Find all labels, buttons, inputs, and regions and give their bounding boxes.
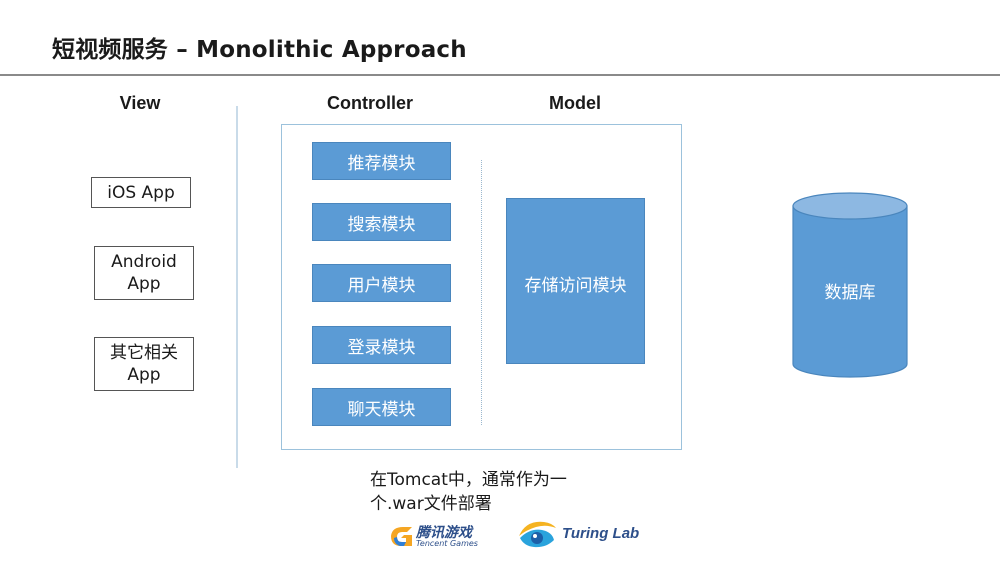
deployment-note-line2: 个.war文件部署 bbox=[370, 494, 492, 514]
slide-title: 短视频服务 – Monolithic Approach bbox=[52, 37, 467, 63]
controller-module-recommend: 推荐模块 bbox=[312, 142, 451, 180]
monolith-container bbox=[281, 124, 682, 450]
database-icon bbox=[792, 192, 908, 378]
tencent-games-logo: 腾讯游戏 Tencent Games bbox=[388, 520, 488, 552]
view-item-android-app: Android App bbox=[94, 246, 194, 300]
tencent-games-icon bbox=[391, 527, 412, 546]
view-item-label-line1: Android bbox=[111, 252, 177, 272]
deployment-note-line1: 在Tomcat中，通常作为一 bbox=[370, 470, 567, 490]
view-item-other-app: 其它相关 App bbox=[94, 337, 194, 391]
controller-module-login: 登录模块 bbox=[312, 326, 451, 364]
view-item-ios-app: iOS App bbox=[91, 177, 191, 208]
view-column-header: View bbox=[119, 93, 161, 113]
turing-lab-logo: Turing Lab bbox=[516, 516, 640, 552]
controller-module-user: 用户模块 bbox=[312, 264, 451, 302]
model-module-storage-access: 存储访问模块 bbox=[506, 198, 645, 364]
title-divider bbox=[0, 74, 1000, 76]
controller-model-divider bbox=[481, 160, 482, 425]
view-item-label-line2: App bbox=[127, 274, 161, 294]
controller-module-search: 搜索模块 bbox=[312, 203, 451, 241]
database-label: 数据库 bbox=[824, 283, 876, 303]
turing-lab-icon bbox=[519, 521, 556, 548]
tencent-games-en-text: Tencent Games bbox=[416, 539, 478, 548]
controller-module-chat: 聊天模块 bbox=[312, 388, 451, 426]
view-item-label-line2: App bbox=[127, 365, 161, 385]
view-item-label: iOS App bbox=[107, 182, 175, 203]
view-separator-line bbox=[236, 106, 238, 468]
deployment-note: 在Tomcat中，通常作为一 个.war文件部署 bbox=[370, 468, 567, 516]
controller-column-header: Controller bbox=[326, 93, 413, 113]
tencent-games-cn-text: 腾讯游戏 bbox=[416, 525, 472, 541]
database-cylinder: 数据库 bbox=[792, 192, 908, 378]
model-column-header: Model bbox=[549, 93, 601, 113]
view-item-label-line1: 其它相关 bbox=[110, 343, 178, 363]
turing-lab-text: Turing Lab bbox=[562, 525, 640, 542]
